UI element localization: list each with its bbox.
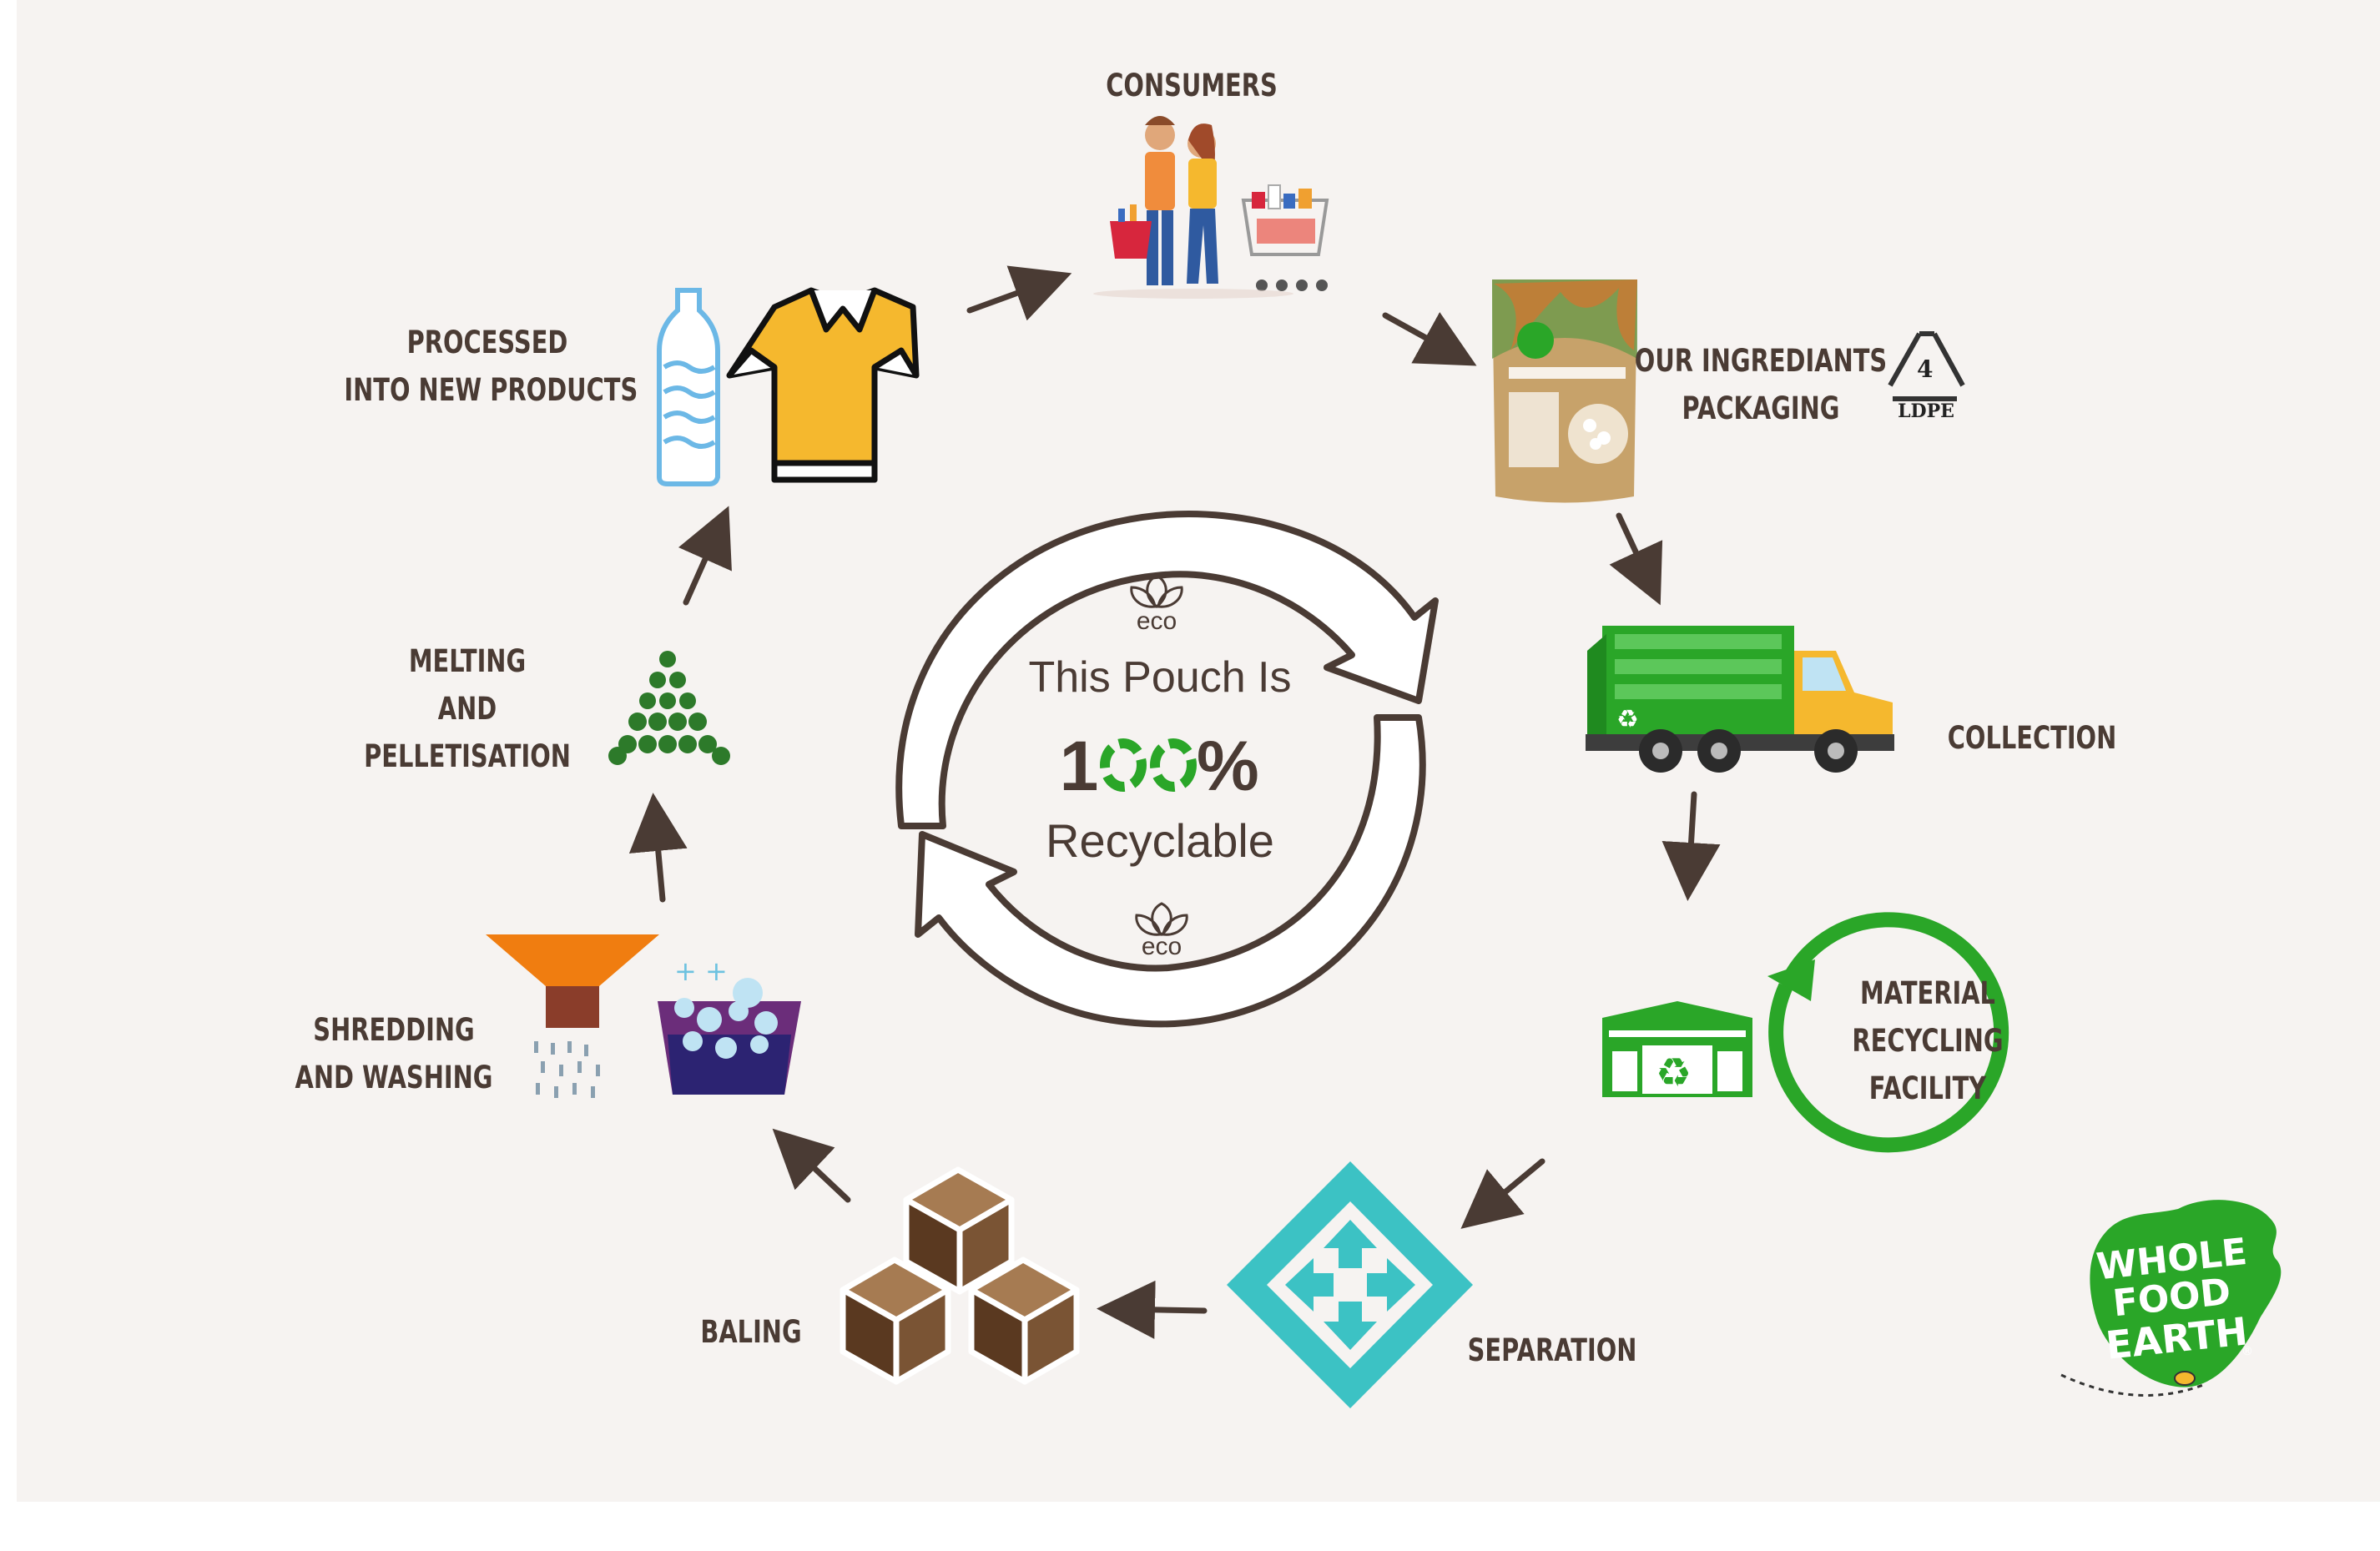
eco-leaf-icon-bottom: [1135, 902, 1188, 936]
separation-icon: [1227, 1161, 1473, 1408]
arrow-baling-to-shredding: [772, 1128, 851, 1203]
eco-label-top: eco: [1136, 607, 1177, 635]
garbage-truck-illustration: ♻: [1586, 626, 1894, 773]
center-line-1: This Pouch Is: [1028, 653, 1292, 702]
logo-registered-mark: ®: [2241, 1345, 2253, 1358]
ldpe-number: 4: [1917, 355, 1934, 383]
arrow-processed-to-consumers: [966, 265, 1072, 321]
consumers-illustration: [1093, 116, 1329, 299]
pellet-pyramid-icon: [608, 651, 730, 765]
arrow-collection-to-mrf: [1661, 791, 1721, 901]
arrow-shredding-to-melting: [628, 793, 688, 903]
arrow-melting-to-processed: [678, 506, 732, 606]
water-bottle-icon: [657, 288, 720, 486]
arrow-packaging-to-collection: [1609, 512, 1663, 606]
eco-label-bottom: eco: [1141, 933, 1182, 960]
arrow-separation-to-baling: [1097, 1280, 1208, 1339]
label-baling: BALING: [700, 1314, 802, 1350]
label-melting-pelletisation: MELTING AND PELLETISATION: [364, 643, 571, 774]
shredding-funnel-illustration: [486, 934, 659, 1098]
washing-tub-illustration: + +: [658, 955, 801, 1095]
label-consumers: CONSUMERS: [1106, 68, 1278, 103]
svg-text:♻: ♻: [1616, 705, 1639, 734]
percent-one: 1: [1059, 727, 1099, 805]
eco-leaf-icon-top: [1130, 574, 1183, 608]
flow-arrows: [628, 265, 1721, 1339]
arrow-mrf-to-separation: [1460, 1158, 1545, 1229]
center-recycle-arrows-icon: [895, 511, 1439, 1028]
label-material-recycling-facility: MATERIAL RECYCLING FACILITY: [1852, 975, 2004, 1106]
percent-zero-recycle-icons: [1100, 738, 1197, 792]
whole-food-earth-logo: WHOLE FOOD EARTH ®: [2060, 1200, 2282, 1397]
packaging-pouch-illustration: [1492, 279, 1637, 503]
baling-cubes-illustration: [840, 1166, 1080, 1385]
label-collection: COLLECTION: [1947, 720, 2117, 756]
label-shredding-washing: SHREDDING AND WASHING: [295, 1012, 493, 1095]
ldpe-recycle-icon: [1888, 331, 1965, 401]
center-line-3: Recyclable: [1046, 814, 1274, 867]
label-packaging: OUR INGREDIANTS PACKAGING: [1634, 343, 1888, 426]
polo-shirt-icon: [726, 287, 920, 483]
svg-text:♻: ♻: [1656, 1050, 1692, 1096]
ldpe-label: LDPE: [1898, 400, 1954, 422]
arrow-consumers-to-packaging: [1382, 312, 1477, 366]
svg-text:+ +: + +: [674, 955, 728, 987]
label-separation: SEPARATION: [1467, 1332, 1637, 1368]
label-processed-new-products: PROCESSED INTO NEW PRODUCTS: [344, 325, 638, 408]
recycling-facility-icon: ♻: [1602, 912, 2009, 1153]
percent-sign: %: [1197, 727, 1259, 805]
